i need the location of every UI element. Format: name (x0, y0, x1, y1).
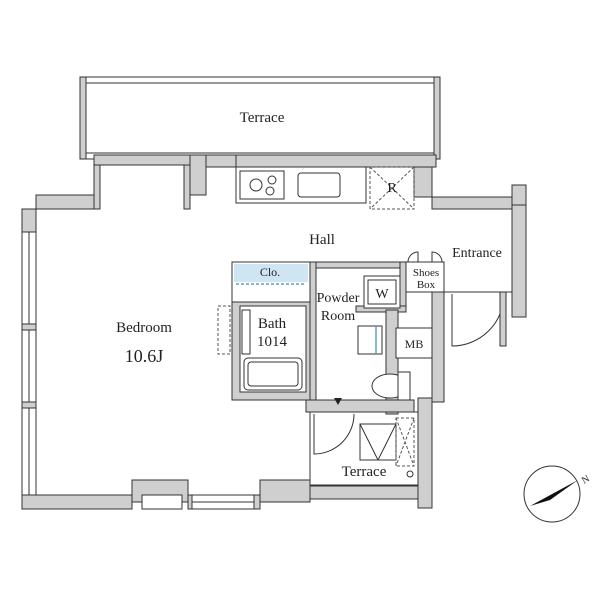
terrace-bottom-label: Terrace (342, 464, 387, 480)
sink-icon (297, 172, 341, 198)
bath-block (217, 261, 433, 415)
stove-burner-icon (267, 175, 277, 185)
meter-box-label: MB (405, 337, 424, 351)
kitchen-counter (235, 166, 367, 204)
entrance-label: Entrance (452, 246, 502, 261)
compass-icon: N (523, 465, 592, 523)
entry-arrow-icon (334, 398, 342, 405)
refrigerator-label: R (387, 181, 397, 196)
bedroom-label: Bedroom (116, 320, 172, 336)
refrigerator-space (369, 166, 415, 210)
closet-label: Clo. (260, 265, 280, 279)
bath-label: Bath (258, 316, 287, 332)
terrace-top-label: Terrace (240, 110, 285, 126)
shoes-box-label-2: Box (417, 279, 436, 291)
washer-label: W (375, 287, 389, 302)
north-label: N (580, 473, 592, 486)
terrace-bottom (309, 398, 419, 487)
bath-size-label: 1014 (257, 334, 288, 350)
hall-label: Hall (309, 232, 335, 248)
left-windows (21, 231, 37, 496)
stove-burner-icon (265, 186, 275, 196)
bedroom-size-label: 10.6J (125, 346, 164, 366)
powder-room-label: Powder (317, 291, 360, 306)
bottom-windows (141, 494, 255, 510)
shoes-box-label: Shoes (413, 267, 439, 279)
stove-burner-icon (249, 178, 263, 192)
entrance-area (405, 251, 512, 347)
powder-room-label-2: Room (321, 309, 355, 324)
